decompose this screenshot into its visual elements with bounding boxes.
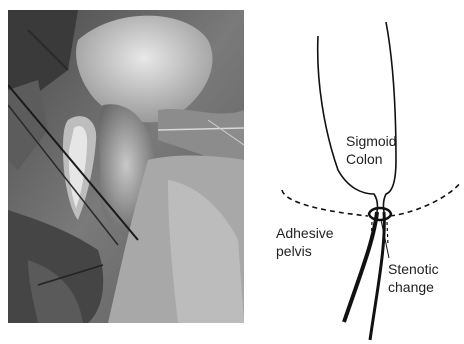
- adhesive-pelvis-label: Adhesive pelvis: [276, 224, 334, 260]
- adhesive-pelvis-line-right: [390, 182, 461, 216]
- intraoperative-photo: [8, 10, 244, 323]
- sigmoid-colon-outline-right: [383, 22, 396, 212]
- adhesive-label-line1: Adhesive: [276, 224, 334, 242]
- stenosis-ring: [369, 208, 391, 220]
- photo-graphic: [8, 10, 244, 323]
- adhesive-label-line2: pelvis: [276, 242, 334, 260]
- sigmoid-label-line2: Colon: [346, 150, 397, 168]
- stenosis-guide-right: [387, 222, 388, 246]
- adhesive-pelvis-line: [282, 190, 368, 216]
- stenotic-change-label: Stenotic change: [388, 260, 439, 296]
- stenotic-label-line1: Stenotic: [388, 260, 439, 278]
- sigmoid-colon-outline: [318, 36, 378, 212]
- sigmoid-colon-label: Sigmoid Colon: [346, 132, 397, 168]
- stenotic-label-line2: change: [388, 278, 439, 296]
- sigmoid-label-line1: Sigmoid: [346, 132, 397, 150]
